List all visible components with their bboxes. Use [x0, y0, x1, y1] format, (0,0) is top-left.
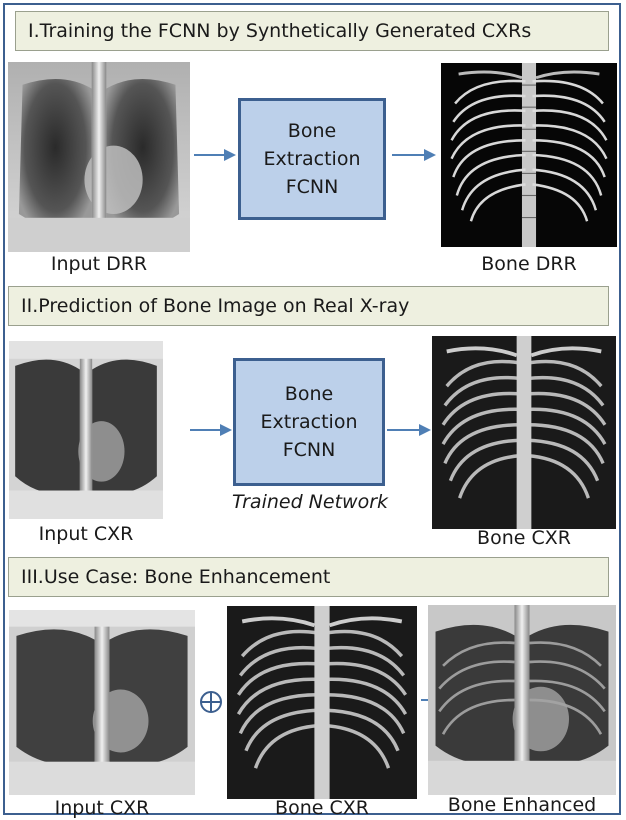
bone-drr-image	[441, 63, 617, 247]
arrow-2-in	[190, 424, 232, 436]
bone-enhanced-caption: Bone Enhanced	[447, 794, 597, 816]
input-cxr-image-2	[9, 341, 163, 519]
bone-extraction-fcnn-box-2: Bone Extraction FCNN	[233, 358, 385, 486]
bone-extraction-fcnn-box-1: Bone Extraction FCNN	[238, 98, 386, 220]
bone-cxr-image-3	[227, 606, 417, 799]
network-line-1: Bone	[284, 383, 334, 405]
section-3-header: III.Use Case: Bone Enhancement	[8, 557, 609, 597]
input-cxr-image-3	[9, 610, 195, 795]
bone-cxr-caption-3: Bone CXR	[275, 797, 369, 819]
arrow-2-out	[387, 424, 431, 436]
arrow-1-in	[194, 149, 236, 161]
trained-network-label: Trained Network	[231, 491, 389, 513]
input-cxr-caption-2: Input CXR	[38, 523, 134, 545]
network-line-3: FCNN	[285, 176, 339, 198]
network-line-2: Extraction	[260, 411, 358, 433]
arrow-1-out	[392, 149, 436, 161]
add-operator-icon	[200, 691, 222, 713]
figure-frame: I.Training the FCNN by Synthetically Gen…	[3, 3, 621, 819]
section-2-header: II.Prediction of Bone Image on Real X-ra…	[8, 286, 609, 326]
input-drr-caption: Input DRR	[50, 253, 148, 275]
network-line-2: Extraction	[263, 148, 361, 170]
network-line-3: FCNN	[282, 439, 336, 461]
bone-cxr-caption-2: Bone CXR	[477, 527, 571, 549]
input-drr-image	[8, 62, 190, 252]
bone-drr-caption: Bone DRR	[481, 253, 577, 275]
network-line-1: Bone	[287, 120, 337, 142]
bone-cxr-image-2	[432, 336, 616, 529]
bone-enhanced-image	[428, 605, 616, 795]
section-1-header: I.Training the FCNN by Synthetically Gen…	[15, 11, 609, 51]
input-cxr-caption-3: Input CXR	[54, 797, 150, 819]
